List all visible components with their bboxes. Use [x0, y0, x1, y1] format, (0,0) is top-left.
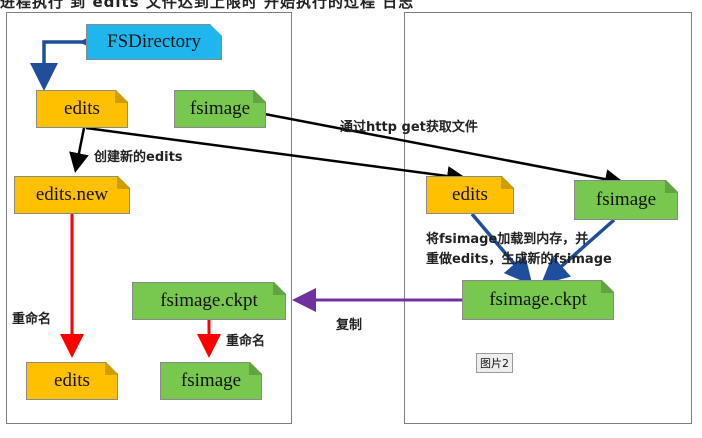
edits-box-right: edits — [426, 176, 514, 214]
edits-merge-arrow — [470, 212, 533, 286]
copy-label: 复制 — [336, 318, 363, 333]
fsimage-box-right: fsimage — [574, 180, 678, 220]
fsimage-box-bottom: fsimage — [160, 362, 262, 400]
edits-to-editsnew-arrow — [69, 127, 89, 173]
top-cropped-text: 进程执行 到 edits 文件达到上限时 开始执行的过程 日志 — [0, 0, 415, 9]
http-get-label: 通过http get获取文件 — [340, 120, 478, 135]
fsimage-ckpt-box-left: fsimage.ckpt — [132, 282, 286, 320]
edits-box-left: edits — [36, 90, 128, 128]
fsimage-ckpt-box-right: fsimage.ckpt — [462, 280, 614, 320]
fsimage-box-left: fsimage — [174, 90, 266, 128]
edits-transfer-arrow — [85, 126, 467, 186]
create-new-edits-label: 创建新的edits — [94, 150, 183, 165]
rename-label-left: 重命名 — [12, 312, 52, 327]
editsnew-box: edits.new — [14, 176, 130, 214]
edits-box-bottom: edits — [26, 362, 118, 400]
fsimage-transfer-arrow — [253, 110, 625, 190]
figure-caption: 图片2 — [476, 353, 513, 373]
fsdirectory-edits-connector — [30, 28, 107, 91]
fsimage-merge-arrow — [540, 218, 616, 285]
rename-label-mid: 重命名 — [226, 334, 266, 349]
fsdirectory-box: FSDirectory — [86, 24, 222, 60]
load-fsimage-label-line2: 重做edits，生成新的fsimage — [426, 252, 612, 267]
load-fsimage-label-line1: 将fsimage加载到内存，并 — [426, 232, 589, 247]
